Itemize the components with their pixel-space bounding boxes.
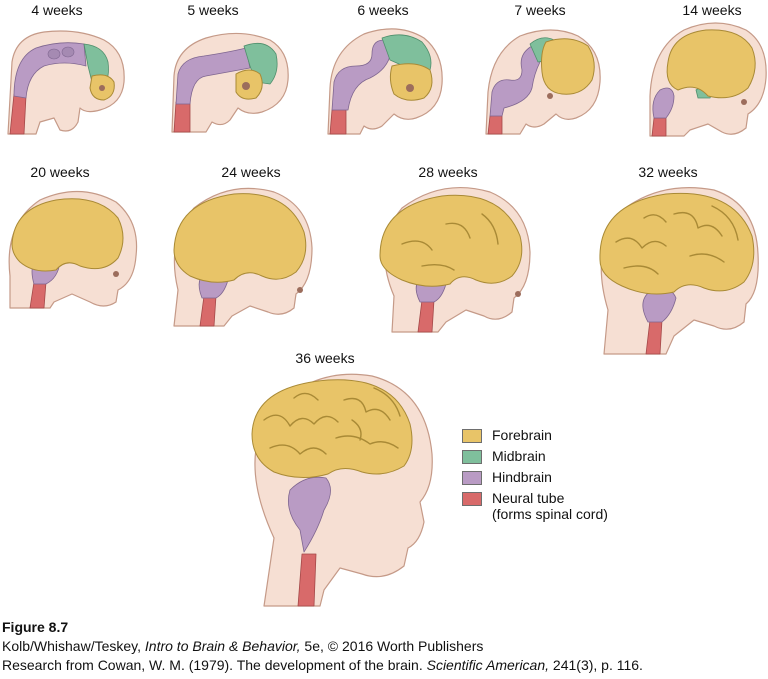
hindbrain-bulge xyxy=(47,48,61,60)
stage-label-5-weeks: 5 weeks xyxy=(187,2,239,18)
neural-tube-region xyxy=(329,107,347,135)
figure-caption: Figure 8.7 Kolb/Whishaw/Teskey, Intro to… xyxy=(2,618,643,675)
cortical-folds xyxy=(263,387,401,455)
stage-label-14-weeks: 14 weeks xyxy=(682,2,742,18)
legend-label-neural-tube: Neural tube xyxy=(492,490,565,506)
forebrain-region xyxy=(541,38,595,95)
neural-tube-swatch xyxy=(462,492,482,506)
fetus-32-weeks xyxy=(594,184,764,356)
caption-authors: Kolb/Whishaw/Teskey, xyxy=(2,638,145,654)
eye-mark xyxy=(99,85,105,91)
forebrain-swatch xyxy=(462,429,482,443)
forebrain-region xyxy=(173,193,307,283)
fetus-20-weeks xyxy=(0,184,140,310)
figure-number: Figure 8.7 xyxy=(2,619,69,635)
forebrain-region xyxy=(11,198,124,272)
neural-tube-region xyxy=(173,101,191,133)
embryo-6-weeks xyxy=(324,22,444,142)
embryo-5-weeks xyxy=(166,22,296,142)
stage-label-32-weeks: 32 weeks xyxy=(638,164,698,180)
eye-mark xyxy=(741,99,747,105)
eye-mark xyxy=(547,93,553,99)
stage-label-6-weeks: 6 weeks xyxy=(357,2,409,18)
eye-mark xyxy=(242,82,250,90)
stage-label-28-weeks: 28 weeks xyxy=(418,164,478,180)
hindbrain-region xyxy=(287,476,331,553)
neural-tube-region xyxy=(487,113,503,135)
cortical-folds xyxy=(615,205,739,275)
fetus-36-weeks xyxy=(244,370,444,610)
forebrain-region xyxy=(599,192,755,295)
hindbrain-swatch xyxy=(462,471,482,485)
forebrain-region xyxy=(251,379,413,478)
fetus-28-weeks xyxy=(372,184,532,334)
hindbrain-region xyxy=(489,45,541,117)
eye-mark xyxy=(406,84,414,92)
cortical-folds xyxy=(401,213,499,271)
legend-label-hindbrain: Hindbrain xyxy=(492,469,552,485)
eye-mark xyxy=(113,271,119,277)
stage-label-36-weeks: 36 weeks xyxy=(295,350,355,366)
hindbrain-region xyxy=(331,39,391,111)
caption-source-line: Research from Cowan, W. M. (1979). The d… xyxy=(2,656,643,675)
midbrain-swatch xyxy=(462,450,482,464)
embryo-7-weeks xyxy=(484,22,604,142)
legend-sublabel-neural-tube: (forms spinal cord) xyxy=(492,506,608,522)
stage-label-4-weeks: 4 weeks xyxy=(31,2,83,18)
forebrain-region xyxy=(389,63,433,101)
caption-journal: Scientific American, xyxy=(426,657,550,673)
caption-source-prefix: Research from Cowan, W. M. (1979). The d… xyxy=(2,657,427,673)
hindbrain-bulge xyxy=(61,46,75,58)
eye-mark xyxy=(515,291,521,297)
embryo-4-weeks xyxy=(0,22,130,142)
neural-tube-region xyxy=(297,553,317,607)
stage-label-24-weeks: 24 weeks xyxy=(221,164,281,180)
caption-credit-line: Kolb/Whishaw/Teskey, Intro to Brain & Be… xyxy=(2,637,643,656)
fetus-24-weeks xyxy=(164,184,314,328)
legend-label-forebrain: Forebrain xyxy=(492,427,552,443)
hindbrain-region xyxy=(652,87,675,119)
caption-source-suffix: 241(3), p. 116. xyxy=(549,657,643,673)
fetus-14-weeks xyxy=(644,18,768,142)
stage-label-7-weeks: 7 weeks xyxy=(514,2,566,18)
legend-label-midbrain: Midbrain xyxy=(492,448,546,464)
eye-mark xyxy=(297,287,303,293)
stage-label-20-weeks: 20 weeks xyxy=(30,164,90,180)
caption-edition: 5e, © 2016 Worth Publishers xyxy=(300,638,484,654)
forebrain-region xyxy=(666,29,756,99)
caption-book-title: Intro to Brain & Behavior, xyxy=(144,638,301,654)
neural-tube-region xyxy=(651,117,667,137)
midbrain-region xyxy=(243,42,278,85)
